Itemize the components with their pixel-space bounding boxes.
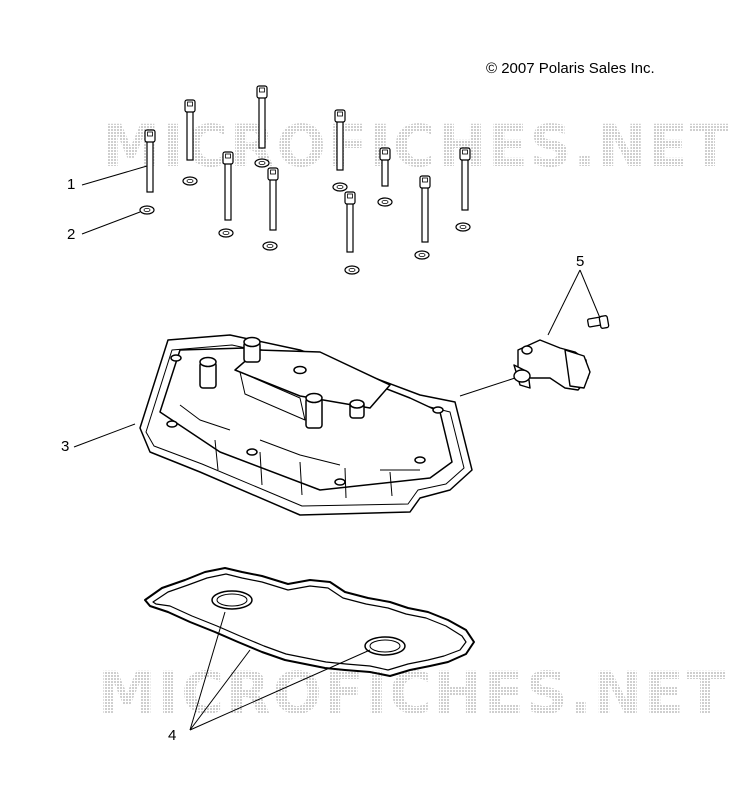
seal-ring <box>211 590 253 610</box>
bolt <box>344 191 356 253</box>
callout-4: 4 <box>168 727 177 744</box>
washer <box>377 197 393 207</box>
washer <box>218 228 234 238</box>
seal-ring <box>364 636 406 656</box>
sensor <box>513 339 591 391</box>
bolt <box>334 109 346 171</box>
cover-boss <box>305 392 323 429</box>
washer <box>139 205 155 215</box>
copyright-notice: © 2007 Polaris Sales Inc. <box>486 60 655 77</box>
watermark-top: MICROFICHES.NET <box>102 112 731 180</box>
bolt <box>267 167 279 231</box>
cover-boss <box>243 336 261 363</box>
washer <box>262 241 278 251</box>
callout-5: 5 <box>576 253 585 270</box>
cover-boss <box>349 399 365 419</box>
washer <box>455 222 471 232</box>
callout-2: 2 <box>67 226 76 243</box>
bolt <box>184 99 196 161</box>
bolt <box>379 147 391 187</box>
washer <box>414 250 430 260</box>
washer <box>344 265 360 275</box>
washer <box>332 182 348 192</box>
bolt <box>419 175 431 243</box>
leader-lines <box>73 165 601 731</box>
cover-boss <box>199 356 217 389</box>
sensor-bolt <box>586 315 610 329</box>
callout-3: 3 <box>61 438 70 455</box>
washer <box>182 176 198 186</box>
valve-cover <box>139 334 473 516</box>
washer <box>254 158 270 168</box>
bolts-group <box>144 85 471 253</box>
bolt <box>256 85 268 149</box>
gasket <box>144 567 475 677</box>
bolt <box>222 151 234 221</box>
bolt <box>144 129 156 193</box>
callout-1: 1 <box>67 176 76 193</box>
bolt <box>459 147 471 211</box>
